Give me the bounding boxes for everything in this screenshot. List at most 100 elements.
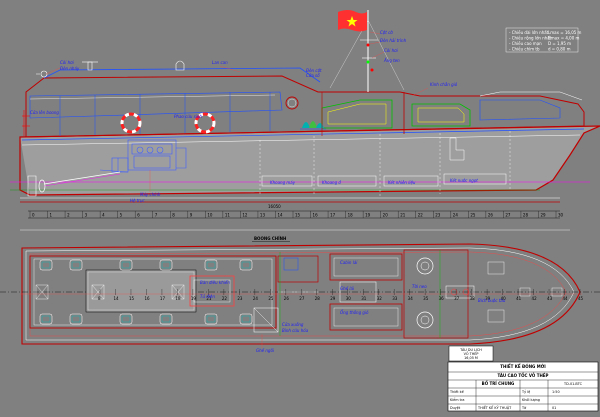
windlass-icon — [445, 285, 475, 299]
passenger-seat — [239, 259, 253, 271]
frame-number: 22 — [418, 213, 424, 218]
callout-label: Khoang ở — [322, 180, 341, 185]
winch-icon — [416, 257, 434, 275]
deck-frame-number: 43 — [547, 296, 553, 301]
frame-number: 5 — [120, 213, 123, 218]
title-project: TÀU CAO TỐC VỎ THÉP — [498, 373, 549, 378]
title-drawing-name: BỐ TRÍ CHUNG — [482, 381, 515, 386]
engine-hatch — [85, 269, 197, 313]
deck-frame-number: 36 — [439, 296, 445, 301]
vietnam-flag-icon — [338, 10, 367, 32]
tb-cell: Thiết kế — [449, 390, 465, 394]
spec-label-1: - Chiều rộng lớn nhất — [509, 36, 552, 41]
callout-label: Đèn nháy — [60, 66, 80, 71]
callout-label: Đèn hải trình — [380, 38, 407, 43]
frame-number: 16 — [313, 213, 319, 218]
frame-number: 12 — [242, 213, 248, 218]
deck-frame-number: 21 — [206, 296, 212, 301]
tb-cell: Tờ — [521, 406, 527, 410]
frame-number: 25 — [470, 213, 476, 218]
propeller-shaft — [43, 171, 121, 185]
tb-cell: 01 — [552, 406, 556, 410]
passenger-seat — [204, 313, 218, 325]
propeller-icon — [38, 179, 46, 193]
frame-number: 13 — [260, 213, 266, 218]
frame-number: 6 — [137, 213, 140, 218]
deck-frame-number: 26 — [284, 296, 290, 301]
frame-number: 17 — [330, 213, 336, 218]
tb-footer: THIẾT KẾ KỸ THUẬT — [477, 404, 512, 410]
title-block: THIẾT KẾ ĐÓNG MỚI TÀU CAO TỐC VỎ THÉP BỐ… — [447, 361, 599, 412]
frame-number: 0 — [32, 213, 35, 218]
section-title: BOONG CHÍNH — [252, 236, 290, 242]
spec-label-0: - Chiều dài lớn nhất — [509, 30, 549, 35]
frame-number: 8 — [172, 213, 175, 218]
callout-label: Đèn cột — [306, 68, 322, 73]
window-panel-2 — [411, 103, 471, 127]
frame-number: 10 — [207, 213, 213, 218]
life-buoy-icon — [120, 112, 142, 134]
callout-label: Cửa sổ — [306, 73, 320, 78]
porthole — [285, 96, 299, 110]
callout-label: Máy chính — [140, 192, 161, 197]
deck-frame-number: 37 — [454, 296, 460, 301]
frame-number: 23 — [435, 213, 441, 218]
deck-frame-number: 29 — [330, 296, 336, 301]
deck-frame-number: 8 — [98, 296, 101, 301]
passenger-seat — [69, 313, 83, 325]
tb-cell: Kiểm tra — [450, 397, 464, 402]
passenger-seat — [159, 313, 173, 325]
callout-label: Cửa xuống — [282, 322, 304, 327]
seat-icon — [39, 259, 253, 325]
callout-label: Ghế ngồi — [256, 348, 275, 353]
frame-number: 15 — [295, 213, 301, 218]
callout-label: Hệ trục — [130, 198, 145, 203]
passenger-seat — [204, 259, 218, 271]
callout-label: Bàn điều khiển — [200, 280, 230, 285]
caption-line-3: 16,05 M — [464, 356, 478, 360]
callout-label: Ghế lái — [340, 286, 355, 291]
vent-icon — [175, 60, 185, 71]
frame-number: 7 — [155, 213, 158, 218]
roof-line — [43, 67, 321, 83]
deck-frame-number: 41 — [516, 296, 522, 301]
passenger-seat — [39, 259, 53, 271]
passenger-seat — [69, 259, 83, 271]
svg-text:BOONG CHÍNH: BOONG CHÍNH — [254, 236, 286, 241]
frame-number: 24 — [453, 213, 459, 218]
callout-label: Cabin lái — [340, 260, 358, 265]
title-company: THIẾT KẾ ĐÓNG MỚI — [500, 363, 546, 369]
spec-label-2: - Chiều cao mạn — [509, 41, 542, 46]
title-drawing-code: TD-01-BTC — [563, 382, 583, 386]
deck-frame-number: 19 — [191, 296, 197, 301]
frame-number: 21 — [400, 213, 406, 218]
callout-label: Ống thông gió — [340, 310, 369, 315]
rudder-icon — [27, 175, 37, 197]
tb-cell: Tỷ lệ — [521, 390, 530, 394]
passenger-seat — [239, 313, 253, 325]
deck-frame-number: 42 — [532, 296, 538, 301]
spec-value-2: D = 1,95 m — [548, 41, 571, 46]
deck-callouts: Bàn điều khiển Tủ điện Cửa xuống Bình cứ… — [200, 260, 506, 353]
frame-number: 29 — [540, 213, 546, 218]
deck-frame-number: 17 — [160, 296, 166, 301]
callout-label: Phao cứu sinh — [174, 114, 202, 119]
hull-outline — [19, 125, 600, 196]
frame-number: 18 — [348, 213, 354, 218]
deck-frame-number: 35 — [423, 296, 429, 301]
toilet-icon — [283, 257, 299, 271]
deck-frame-number: 31 — [361, 296, 367, 301]
callout-label: Kính chắn gió — [430, 82, 458, 87]
callout-label: Lan can — [212, 60, 228, 65]
frame-number: 26 — [488, 213, 494, 218]
passenger-seat — [119, 259, 133, 271]
spec-value-0: Lmax = 16,05 m — [548, 30, 582, 35]
frame-number: 11 — [225, 213, 231, 218]
deck-frame-number: 39 — [485, 296, 491, 301]
spec-label-3: - Chiều chìm tb — [509, 47, 540, 52]
frame-number: 30 — [558, 213, 564, 218]
